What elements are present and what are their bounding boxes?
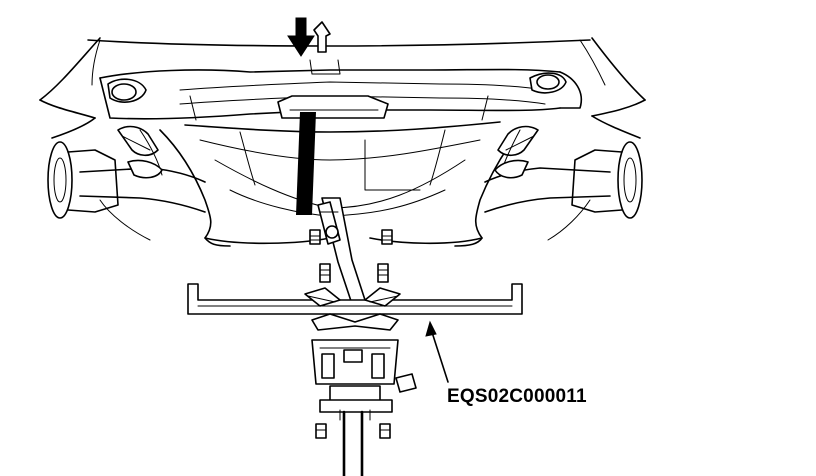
jack-head: [311, 339, 417, 421]
bolt-mid-left: [319, 263, 331, 283]
bolt-mid-right: [377, 263, 389, 283]
lift-reference-arrow-icon: [425, 320, 449, 383]
bolt-front-left: [309, 229, 321, 245]
jack-adapter-beam: [187, 283, 523, 315]
support-pointer: [296, 112, 316, 215]
left-suspension: [47, 125, 206, 241]
vehicle-body-outline: [39, 37, 646, 139]
right-suspension: [484, 125, 643, 241]
mounting-bolts: [309, 229, 393, 439]
push-direction-arrow-icon: [287, 17, 331, 57]
bolt-front-right: [381, 229, 393, 245]
bolt-low-left: [315, 423, 327, 439]
cross-bracket: [311, 313, 399, 331]
jack-post: [342, 410, 364, 476]
bolt-low-right: [379, 423, 391, 439]
jack-contact-bracket: [277, 95, 389, 119]
figure-reference-code: EQS02C000011: [447, 386, 587, 407]
